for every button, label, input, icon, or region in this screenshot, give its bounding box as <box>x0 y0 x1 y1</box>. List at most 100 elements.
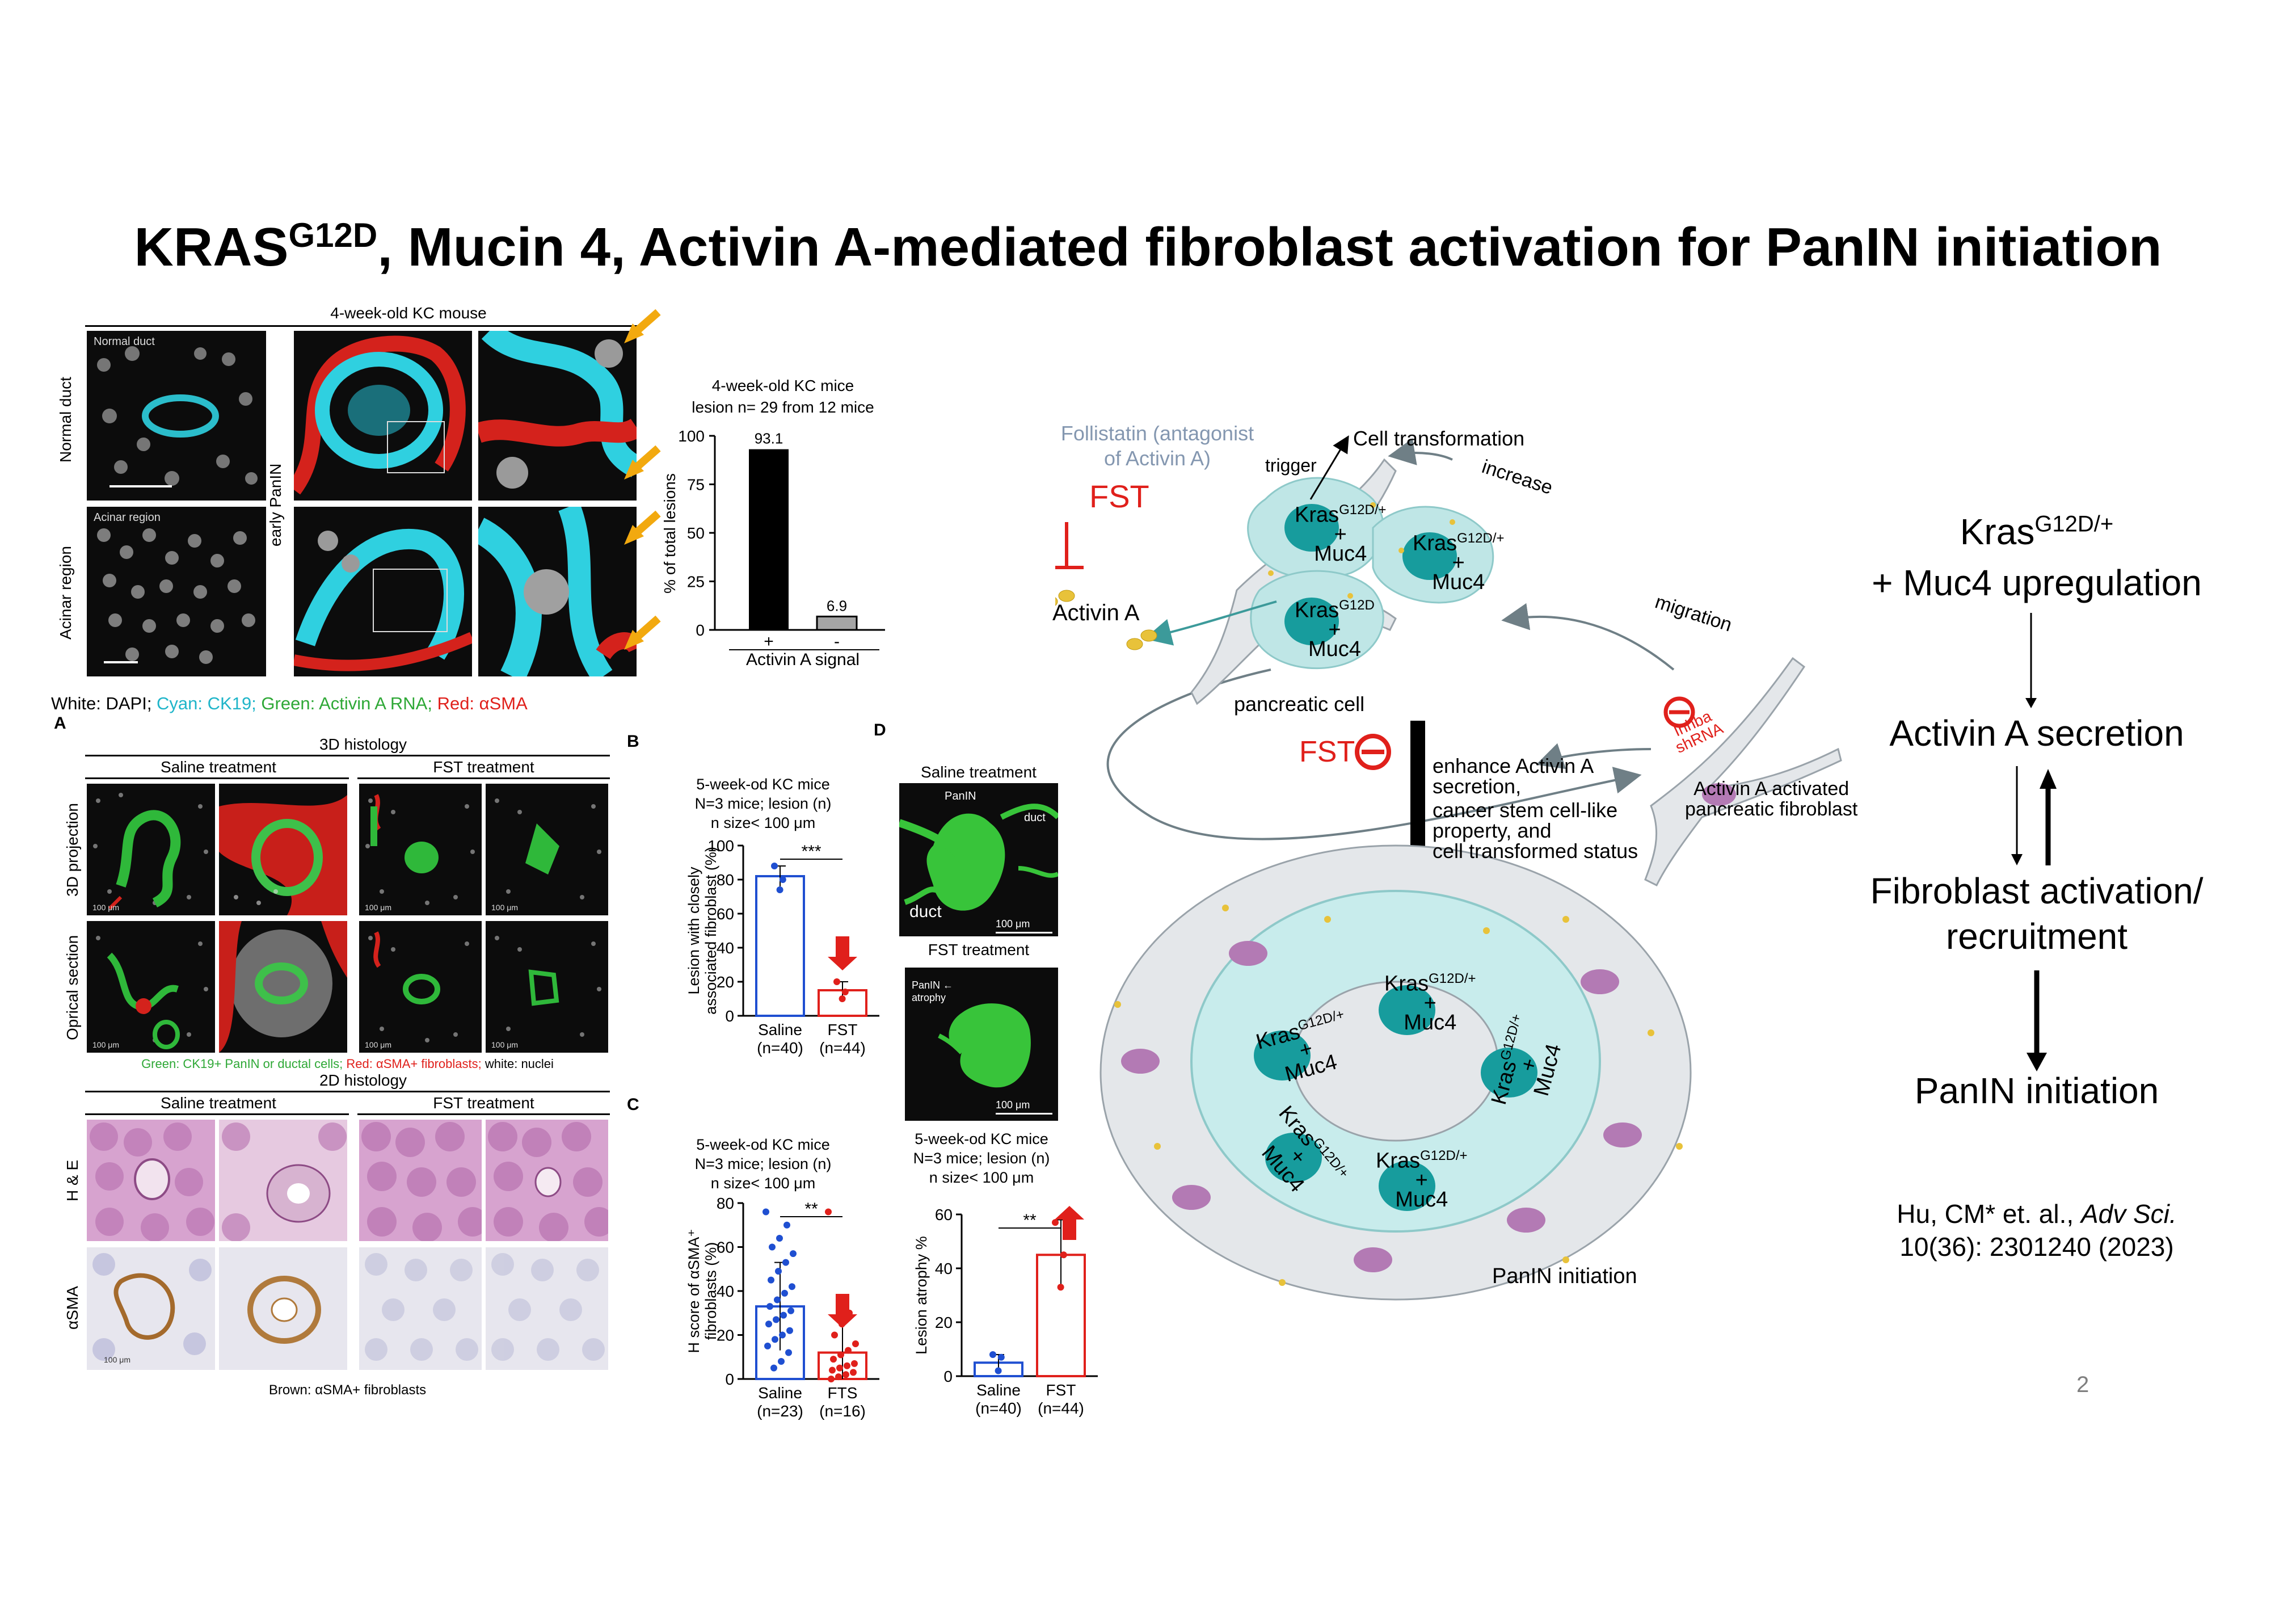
ihc-saline-1: 100 μm <box>85 1246 217 1372</box>
chart-top-subtitle-1: 4-week-old KC mice <box>711 377 854 394</box>
chart-top-bar-minus <box>816 615 858 631</box>
scale-label: 100 μm <box>996 1099 1030 1111</box>
chart-c-point <box>774 1296 781 1304</box>
he-fst-2 <box>484 1118 610 1243</box>
chart-c-tick-label: 80 <box>717 1195 734 1212</box>
chart-top-label-plus: 93.1 <box>755 430 783 447</box>
panel-c-title-3: n size< 100 μm <box>710 1175 816 1192</box>
chart-b-bar-0 <box>755 875 805 1017</box>
chart-c-tick-label: 0 <box>725 1370 734 1388</box>
chart-c-point <box>845 1347 852 1354</box>
panel-b-titles: 5-week-od KC mice N=3 mice; lesion (n) n… <box>669 775 857 832</box>
mechanism-diagram <box>1055 435 1842 1301</box>
chart-top-label-minus: 6.9 <box>827 597 847 614</box>
panel-a-legend: Green: CK19+ PanIN or ductal cells; Red:… <box>85 1057 610 1071</box>
scale-label: 100 μm <box>365 903 391 912</box>
panel-b-title-2: N=3 mice; lesion (n) <box>694 795 832 812</box>
legend-green: Green: Activin A RNA; <box>261 693 437 713</box>
chart-top-cat-minus: - <box>834 632 840 651</box>
diagram-cell-transformation: Cell transformation <box>1353 427 1525 450</box>
page-number: 2 <box>2076 1372 2089 1397</box>
legend-red: Red: αSMA+ fibroblasts; <box>346 1057 485 1071</box>
chart-c-ylabel-2: fibroblasts (%) <box>702 1242 719 1340</box>
panel-d-title-1: 5-week-od KC mice <box>915 1130 1048 1147</box>
micro-d-saline: PanIN duct duct 100 μm <box>899 783 1058 936</box>
kras-plus: + <box>1328 617 1341 642</box>
img-label-panin-atrophy: PanIN ← atrophy <box>912 979 953 1004</box>
chart-c-trend-arrow <box>828 1294 857 1328</box>
legend-white: white: nuclei <box>485 1057 554 1071</box>
chart-c-point <box>783 1221 790 1229</box>
panel-b-title-3: n size< 100 μm <box>710 814 816 831</box>
chart-c-point <box>831 1331 838 1339</box>
flow-fibroblast: Fibroblast activation/ recruitment <box>1810 868 2264 959</box>
kras-muc4: Muc4 <box>1314 541 1367 566</box>
kras-plus: + <box>1452 550 1465 575</box>
chart-d-point <box>989 1351 996 1358</box>
img-label-acinar: Acinar region <box>94 511 161 524</box>
micro-panin-zoom-2 <box>477 505 638 678</box>
chart-d-sig: ** <box>1023 1211 1037 1230</box>
chart-c-tick-label: 40 <box>717 1283 734 1300</box>
chart-top-bar-plus <box>749 449 789 630</box>
diagram-panin-initiation: PanIN initiation <box>1492 1264 1637 1288</box>
chart-c-cat-1: FTS <box>828 1384 858 1402</box>
chart-c-ylabel-1: H score of αSMA⁺ <box>685 1229 702 1353</box>
scale-label: 100 μm <box>491 1040 518 1049</box>
chart-c-point <box>835 1373 842 1381</box>
cancer-line-3: cell transformed status <box>1433 839 1638 863</box>
chart-d-point <box>1052 1219 1059 1226</box>
chart-b-point <box>771 863 778 869</box>
kras-muc4: Muc4 <box>1308 637 1361 661</box>
panel-c-title-2: N=3 mice; lesion (n) <box>694 1155 832 1172</box>
legend-cyan: Cyan: CK19; <box>157 693 262 713</box>
citation-journal: Adv Sci. <box>2080 1199 2177 1229</box>
chart-b-point <box>833 978 840 985</box>
chart-d-point <box>1057 1284 1064 1291</box>
chart-c-tick-label: 60 <box>717 1239 734 1256</box>
panel-d-titles: 5-week-od KC mice N=3 mice; lesion (n) n… <box>885 1129 1078 1187</box>
panel-a-2d-saline: Saline treatment <box>161 1094 276 1112</box>
chart-c-point <box>790 1250 797 1258</box>
act-fib-line-2: pancreatic fibroblast <box>1685 798 1858 820</box>
chart-b-sig: *** <box>801 842 821 861</box>
chart-d-tick-label: 20 <box>935 1314 953 1331</box>
img-label-duct-2: duct <box>909 902 942 921</box>
panel-a-2d-header: 2D histology <box>319 1071 407 1089</box>
chart-c-point <box>765 1321 772 1328</box>
chart-b: 020406080100Saline(n=40)FST(n=44)***Lesi… <box>685 837 879 1057</box>
panel-a-row-he: H & E <box>64 1159 81 1201</box>
row-label-normal: Normal duct <box>57 377 74 463</box>
scale-label: 100 μm <box>365 1040 391 1049</box>
chart-b-point <box>841 989 849 995</box>
chart-c-point <box>772 1336 778 1343</box>
chart-b-tick-label: 60 <box>717 905 734 923</box>
panel-c-title-1: 5-week-od KC mice <box>696 1136 830 1153</box>
kras-sup: G12D/+ <box>1429 971 1476 986</box>
chart-d-point <box>997 1353 1005 1361</box>
divider <box>357 1113 610 1115</box>
ihc-fst-2 <box>484 1246 610 1372</box>
chart-c-point <box>766 1303 773 1310</box>
panel-b-letter: B <box>627 732 639 751</box>
kras-label-8: KrasG12D/+ + Muc4 <box>1376 1146 1468 1210</box>
diagram-trigger: trigger <box>1265 455 1317 476</box>
chart-c-point <box>851 1360 858 1367</box>
slide-title: KRASG12D, Mucin 4, Activin A-mediated fi… <box>0 216 2296 279</box>
title-rest: , Mucin 4, Activin A-mediated fibroblast… <box>377 217 2162 277</box>
panel-d-fst: FST treatment <box>928 941 1030 958</box>
flow-arrow-1 <box>2025 613 2037 708</box>
chart-c-point <box>778 1358 785 1365</box>
chart-b-point <box>776 886 783 893</box>
micro-3d-saline-2 <box>217 782 349 917</box>
chart-top-tick-label: 50 <box>687 524 705 542</box>
citation-author: Hu, CM* et. al., <box>1897 1199 2081 1229</box>
chart-c-point <box>785 1349 792 1356</box>
micro-3d-saline-1: 100 μm <box>85 782 217 917</box>
micro-3d-fst-1: 100 μm <box>357 782 483 917</box>
micro-normal-duct: Normal duct <box>85 329 268 502</box>
micro-d-fst: PanIN ← atrophy 100 μm <box>905 968 1058 1121</box>
chart-b-ylabel-2: associated fibroblast (%) <box>702 847 719 1015</box>
flow-arrows-2 <box>2011 766 2057 865</box>
